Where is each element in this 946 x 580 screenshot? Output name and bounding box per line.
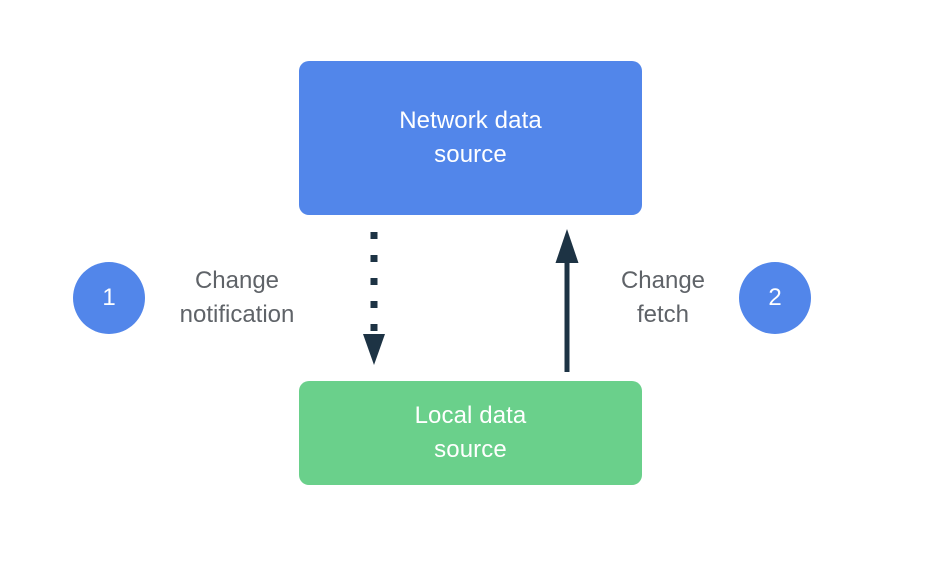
dotted-segment xyxy=(370,232,378,239)
step-1-number: 1 xyxy=(102,284,116,311)
edge-label-change-notification: Change notification xyxy=(179,267,295,329)
step-2-number: 2 xyxy=(768,284,782,311)
step-2-badge[interactable]: 2 xyxy=(739,262,811,334)
dotted-segment xyxy=(370,278,378,285)
arrow-shaft xyxy=(564,255,570,372)
arrowhead-up-icon xyxy=(555,229,579,263)
edge-label-change-fetch: Change fetch xyxy=(620,267,706,329)
arrow-change-notification-dotted-down xyxy=(363,232,385,365)
arrow-change-fetch-solid-up xyxy=(555,229,579,372)
node-local-data-source-label: Local data source xyxy=(414,401,527,463)
node-network-data-source[interactable]: Network data source xyxy=(299,61,642,215)
dotted-segment xyxy=(370,324,378,331)
node-local-data-source[interactable]: Local data source xyxy=(299,381,642,485)
node-network-data-source-label: Network data source xyxy=(399,106,542,168)
arrowhead-down-icon xyxy=(363,334,385,365)
dotted-segment xyxy=(370,255,378,262)
step-1-badge[interactable]: 1 xyxy=(73,262,145,334)
dotted-segment xyxy=(370,301,378,308)
